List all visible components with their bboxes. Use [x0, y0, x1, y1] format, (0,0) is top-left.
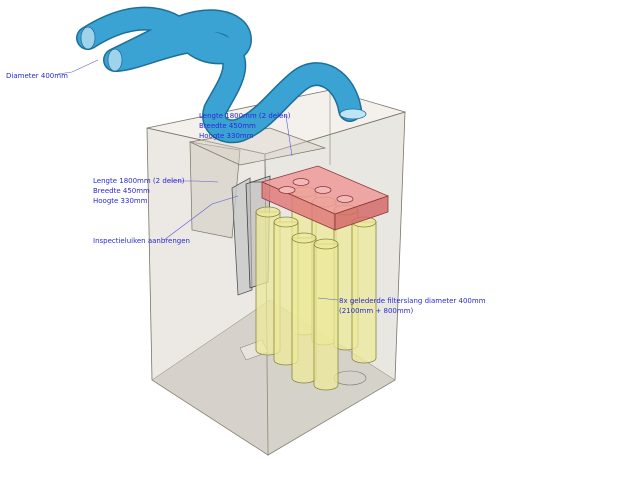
- leader-inspection: [163, 195, 239, 241]
- duct: [76, 6, 367, 144]
- label-duct-diameter: Diameter 400mm: [6, 72, 68, 80]
- manifold-port-4: [278, 186, 296, 194]
- label-lower-height: Hoogte 330mm: [93, 197, 148, 205]
- manifold-port-2: [314, 186, 332, 194]
- leader-lines: [57, 59, 339, 301]
- leader-lower-box: [168, 180, 219, 183]
- label-lower-length: Lengte 1800mm (2 delen): [93, 177, 185, 185]
- duct-inlet: [80, 26, 96, 50]
- filter-bag-7: [291, 232, 317, 384]
- duct-inlet-2: [107, 48, 123, 72]
- housing-floor: [151, 299, 396, 456]
- label-inspection: Inspectieluiken aanbrengen: [93, 237, 190, 245]
- label-lower-width: Breedte 450mm: [93, 187, 150, 195]
- label-upper-height: Hoogte 330mm: [199, 132, 254, 140]
- leader-duct-diameter: [57, 59, 99, 75]
- filter-bag-8: [313, 238, 339, 391]
- filter-bag-5: [351, 216, 377, 364]
- label-filter-size: (2100mm + 800mm): [339, 307, 413, 315]
- duct-outlet: [339, 108, 367, 120]
- hood-front-face: [189, 141, 241, 239]
- labels: Diameter 400mm Lengte 1800mm (2 delen) B…: [6, 72, 486, 315]
- manifold-port-1: [292, 178, 310, 186]
- label-upper-length: Lengte 1800mm (2 delen): [199, 112, 291, 120]
- manifold-port-3: [336, 195, 354, 203]
- leader-upper-box: [276, 115, 293, 157]
- duct-body: [77, 8, 361, 142]
- label-filter-count: 8x gelederde filterslang diameter 400mm: [339, 297, 486, 305]
- manifold-side: [334, 195, 389, 231]
- leader-filter: [317, 297, 339, 301]
- manifold: [260, 165, 390, 231]
- label-upper-width: Breedte 450mm: [199, 122, 256, 130]
